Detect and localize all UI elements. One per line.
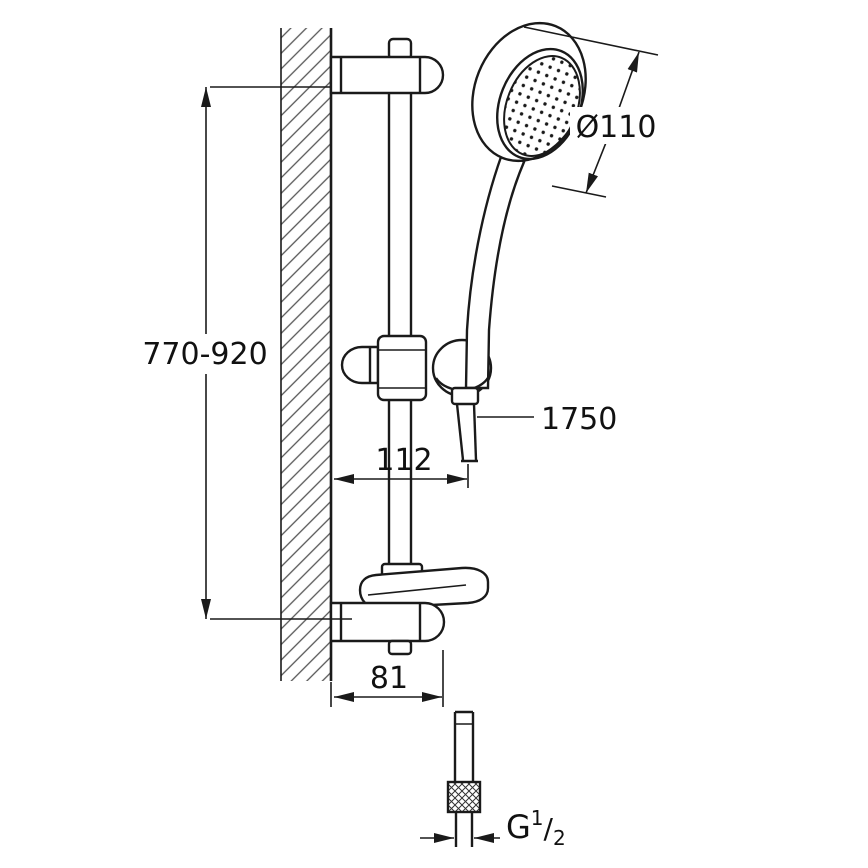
wall-section xyxy=(280,28,333,681)
slider-body xyxy=(376,334,428,402)
holder-offset-label: 112 xyxy=(375,443,432,478)
height-range-label: 770-920 xyxy=(142,337,267,372)
clamp-knob xyxy=(340,345,380,385)
wall-hatch xyxy=(281,28,331,681)
hose-length-label: 1750 xyxy=(541,402,617,437)
thread-slash: / xyxy=(544,812,554,845)
thread-label: G1/2 xyxy=(506,806,566,850)
hose-nut xyxy=(450,386,480,406)
bottom-wall-bracket xyxy=(329,601,446,656)
slider-clamp xyxy=(340,334,428,402)
top-bracket-body xyxy=(329,55,445,95)
dim-thread: G1/2 xyxy=(420,806,566,850)
rail-bottom-plug xyxy=(387,639,413,656)
leader-hose-length: 1750 xyxy=(477,402,617,437)
thread-sup: 1 xyxy=(531,806,544,830)
dim-height-range: 770-920 xyxy=(138,86,352,620)
dim-holder-offset: 112 xyxy=(334,443,469,488)
knurled-nut xyxy=(446,780,482,814)
hose-fitting-detail xyxy=(446,710,482,847)
wall-offset-label: 81 xyxy=(370,661,408,696)
soap-dish xyxy=(358,562,490,610)
thread-prefix: G xyxy=(506,808,531,846)
bottom-bracket-body xyxy=(329,601,446,643)
shower-hose xyxy=(455,403,465,461)
thread-sub: 2 xyxy=(553,826,566,850)
top-wall-bracket xyxy=(329,37,445,95)
head-diameter-label: Ø110 xyxy=(576,110,657,145)
hand-shower-assembly xyxy=(431,21,587,463)
shower-head xyxy=(471,21,587,163)
dim-head-diameter: Ø110 xyxy=(523,26,662,198)
shower-handle xyxy=(464,143,526,390)
dim-wall-offset: 81 xyxy=(330,650,444,707)
